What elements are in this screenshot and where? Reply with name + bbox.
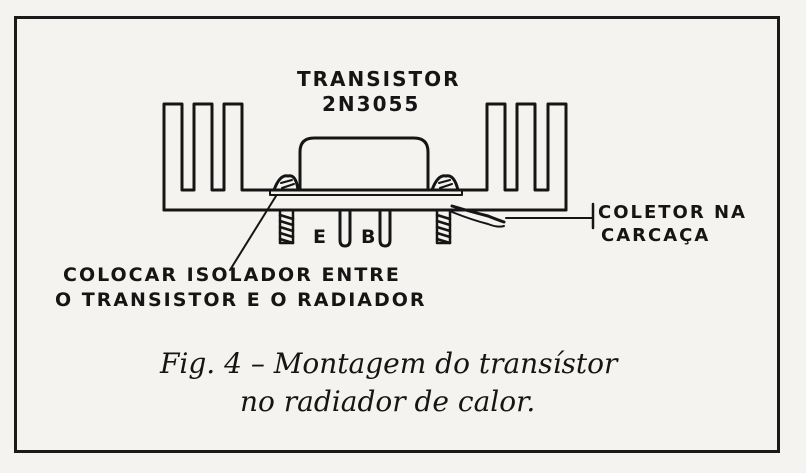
pin-e-label: E (313, 226, 328, 248)
transistor-model-label: 2N3055 (322, 92, 421, 116)
collector-wire-lower (451, 211, 505, 228)
lead-emitter (338, 208, 352, 248)
transistor-label: TRANSISTOR (297, 67, 461, 91)
figure-caption-2: no radiador de calor. (240, 385, 536, 418)
screw-thread-left (278, 208, 295, 245)
figure-frame (14, 16, 780, 453)
screw-thread-right (435, 208, 452, 245)
collector-wire (450, 204, 506, 224)
figure-caption: Fig. 4 – Montagem do transístor (160, 347, 618, 380)
insulator-note: COLOCAR ISOLADOR ENTRE (63, 264, 401, 286)
screw-head-left (272, 174, 300, 192)
lead-base (378, 208, 392, 248)
transistor-case (293, 136, 435, 192)
collector-label-2: CARCAÇA (601, 225, 711, 246)
pin-b-label: B (361, 226, 378, 248)
heatsink-left-fins (162, 102, 272, 212)
insulator-leader-line (229, 195, 277, 271)
screw-head-right (430, 174, 460, 192)
heatsink-right-fins (460, 102, 568, 212)
insulator-note-2: O TRANSISTOR E O RADIADOR (55, 289, 427, 311)
transistor-body (298, 136, 430, 192)
collector-label: COLETOR NA (598, 202, 747, 223)
heatsink (162, 102, 568, 212)
